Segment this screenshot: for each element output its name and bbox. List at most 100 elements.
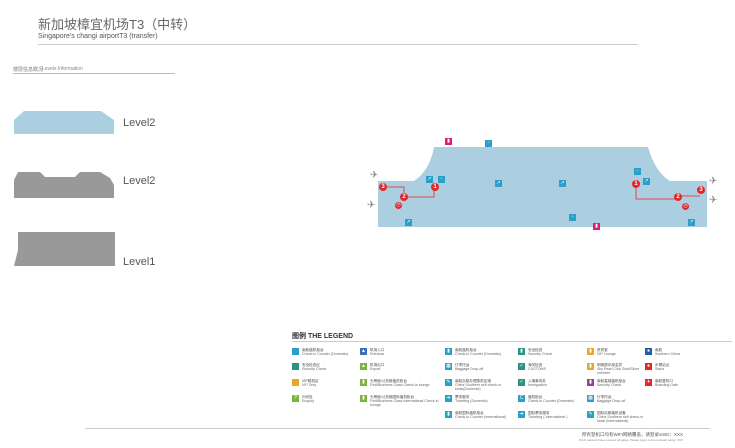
legend-label-en: Export [370,367,381,372]
escalator-icon: ↗ [405,219,412,226]
legend-label-en: Check-in Counter (International) [455,415,507,420]
page-subtitle: Singapore's changi airportT3 (transfer) [38,33,158,40]
level-label[interactable]: Level1 [123,256,156,268]
level-thumbnails [14,111,115,266]
step-marker[interactable]: 2 [400,193,408,201]
legend-label-cn: 票务服务 [455,395,470,399]
legend-icon: ? [292,395,299,402]
legend-label-en: China Southern self check-in kiosk(Domes… [455,383,501,392]
legend-label-cn: 值机柜台 [528,395,543,399]
level-label[interactable]: Level2 [123,175,156,187]
legend-label-cn: 南航值机柜台 [455,348,477,352]
legend-label-en: VIP Only [302,383,317,388]
legend-icon: ➔ [518,411,525,418]
elevator-icon: ▫ [634,168,641,175]
step-marker[interactable]: 3 [379,183,387,191]
legend-icon: ▲ [360,348,367,355]
legend-title: 图例 THE LEGEND [292,331,353,341]
legend-icon [292,363,299,370]
legend-label-en: VIP Lounge [597,352,616,357]
legend-label-en: Security Check [528,352,553,357]
legend-label-en: Immigration [528,383,547,388]
legend-label-cn: 头等舱/公务舱值机柜台 [370,379,407,383]
legend-label-cn: 海关检查 [528,363,543,367]
legend-label-en: Steps [655,367,665,372]
legend-icon: ▮ [587,379,594,386]
levels-title-cn: 楼层信息概况 [13,67,44,73]
toilet-icon: ▮ [593,223,600,230]
legend-label-en: Sky Pearl Club Gold/Silver member [597,367,640,376]
legend-label-en: Baggage Drop-off [455,367,484,372]
legend-icon [292,348,299,355]
legend-label-en: CUSTOMS [528,367,546,372]
legend-label-cn: 安全检查 [528,348,543,352]
divider [292,341,732,342]
legend-label-cn: 南航自助办理乘机区域 [455,379,491,383]
legend-label-cn: 行李托运 [597,395,612,399]
legend-icon: ▦ [445,363,452,370]
legend-label-en: First/Business Class Check-in lounge [370,383,430,388]
legend-label-cn: 步骤站点 [655,363,670,367]
elevator-icon: ▫ [438,176,445,183]
step-marker[interactable]: 2 [674,193,682,201]
legend-icon: ● [645,348,652,355]
legend-label-cn: VIP候机区 [302,379,319,383]
escalator-icon: ↗ [559,180,566,187]
legend-icon: ▲ [360,363,367,370]
legend-label-en: Entrance [370,352,385,357]
level-label[interactable]: Level2 [123,117,156,129]
legend-label-cn: 南航登机口 [655,379,673,383]
wifi-notice-en: Wi-Fi network have covered all gates. Pl… [579,438,683,442]
legend-icon: ● [645,363,652,370]
legend-label-en: Ticketing ( International ) [528,415,568,420]
legend-label-cn: 贵宾室 [597,348,608,352]
legend-label-en: Boarding Gate [655,383,679,388]
legend-icon: ▮ [445,411,452,418]
airplane-icon: ✈ [709,195,718,206]
escalator-icon: ↗ [426,176,433,183]
step-marker[interactable]: 3 [697,186,705,194]
legend-label-cn: 明珠俱乐部会员 [597,363,623,367]
page-title: 新加坡樟宜机场T3（中转） [38,17,197,32]
elevator-icon: ▫ [485,140,492,147]
legend-label-cn: 头等舱/公务舱国际值机柜台 [370,395,415,399]
airplane-icon: ✈ [709,176,718,187]
legend-label-en: China Southern self check-in kiosk (Inte… [597,415,643,424]
levels-title-en: Levels Information [42,66,83,72]
legend-label-cn: 安全检查区 [302,363,320,367]
step-marker[interactable]: 1 [632,180,640,188]
boarding-gate-icon: ◷ [682,203,689,210]
legend-label-cn: 南航国际值机柜台 [455,411,484,415]
legend-icon: ▮ [587,363,594,370]
step-marker[interactable]: 1 [431,183,439,191]
elevator-icon: ▫ [569,214,576,221]
legend-label-en: Ticketing (Domestic) [455,399,488,404]
legend-icon: ▦ [587,395,594,402]
legend-label-cn: 南航高端值机柜台 [597,379,626,383]
legend-label-en: Check-in Counter (Domestic) [455,352,502,357]
legend-label-en: Check-in Counter (Domestic) [302,352,349,357]
legend-label-en: Enquiry [302,399,315,404]
legend-icon: ▮ [360,395,367,402]
legend-label-cn: 南航 [655,348,663,352]
legend-label-cn: 行李托运 [455,363,470,367]
legend-icon: ▮ [360,379,367,386]
